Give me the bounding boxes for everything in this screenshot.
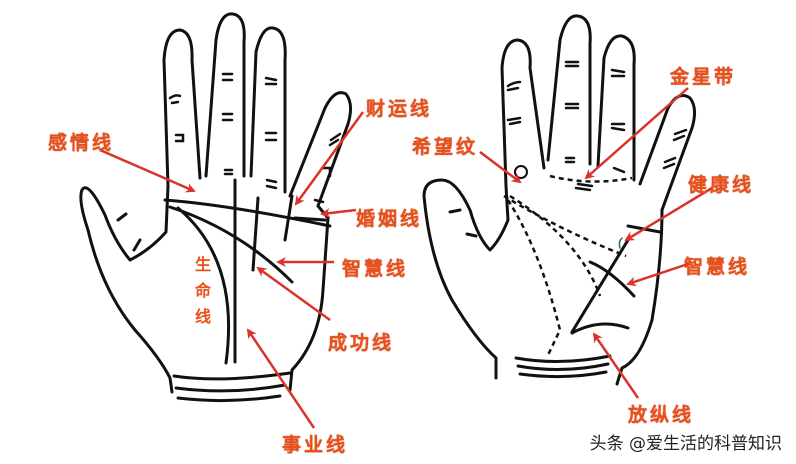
label-career-line: 事业线 xyxy=(282,434,349,456)
watermark: 头条 @爱生活的科普知识 xyxy=(589,434,782,454)
label-wealth-line: 财运线 xyxy=(366,98,433,120)
right-finger-creases xyxy=(506,60,688,192)
arrow-marriage-line xyxy=(320,208,357,219)
label-venus-belt: 金星带 xyxy=(670,66,737,88)
left-hand xyxy=(79,12,353,403)
right-dashed-lines xyxy=(503,174,633,356)
arrow-heart-line xyxy=(99,148,196,193)
label-indulgence-line: 放纵线 xyxy=(628,404,695,426)
label-life-line: 生命线 xyxy=(194,255,211,326)
arrow-career-line xyxy=(246,328,316,429)
label-health-line: 健康线 xyxy=(688,174,755,196)
right-hand xyxy=(422,14,697,386)
arrow-health-line xyxy=(624,186,713,242)
arrow-wealth-line xyxy=(294,111,365,206)
label-wisdom-line-left: 智慧线 xyxy=(342,258,409,280)
arrow-venus-belt xyxy=(584,87,689,180)
label-success-line: 成功线 xyxy=(328,332,395,354)
arrow-indulgence-line xyxy=(592,332,640,399)
arrow-success-line xyxy=(256,266,331,322)
label-marriage-line: 婚姻线 xyxy=(356,208,423,230)
arrow-hope-line xyxy=(479,151,522,184)
left-finger-creases xyxy=(168,72,342,204)
label-hope-line: 希望纹 xyxy=(412,136,479,158)
arrow-wisdom-line-right xyxy=(626,262,689,287)
label-heart-line: 感情线 xyxy=(48,132,115,154)
label-wisdom-line-right: 智慧线 xyxy=(684,256,751,278)
annotation-arrows xyxy=(99,87,713,429)
